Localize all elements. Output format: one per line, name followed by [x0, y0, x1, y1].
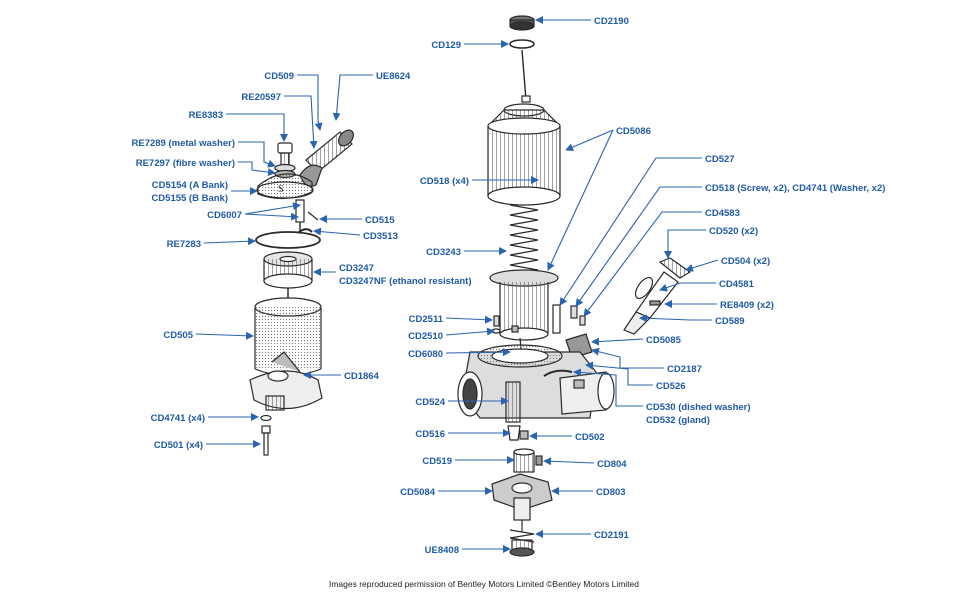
label-cd502: CD502 — [575, 432, 605, 443]
jet-housing-part — [491, 473, 553, 532]
label-cd516: CD516 — [415, 429, 445, 440]
label-cd532: CD532 (gland) — [646, 415, 710, 426]
label-cd519: CD519 — [422, 456, 452, 467]
damper-cap-part — [509, 15, 535, 31]
label-cd5155: CD5155 (B Bank) — [151, 193, 228, 204]
label-cd804: CD804 — [597, 459, 627, 470]
label-re8383: RE8383 — [189, 110, 223, 121]
label-cd501-x4: CD501 (x4) — [154, 440, 203, 451]
label-cd4581: CD4581 — [719, 279, 755, 290]
label-cd589: CD589 — [715, 316, 745, 327]
label-cd526: CD526 — [656, 381, 686, 392]
float-chamber-part — [254, 297, 322, 377]
label-cd129: CD129 — [431, 40, 461, 51]
label-cd505: CD505 — [163, 330, 193, 341]
label-cd509: CD509 — [264, 71, 294, 82]
label-cd803: CD803 — [596, 487, 626, 498]
label-cd5084: CD5084 — [400, 487, 436, 498]
float-chamber-lid-part: S — [256, 173, 314, 200]
label-cd6007: CD6007 — [207, 210, 242, 221]
copyright-caption: Images reproduced permission of Bentley … — [328, 579, 640, 589]
label-ue8408: UE8408 — [425, 545, 459, 556]
piston-part — [489, 269, 559, 341]
label-re8409-x2: RE8409 (x2) — [720, 300, 774, 311]
label-cd6080: CD6080 — [408, 349, 443, 360]
jet-adjuster-part — [513, 448, 543, 473]
leader-lines — [195, 16, 719, 553]
label-cd2190: CD2190 — [594, 16, 629, 27]
label-ue8624: UE8624 — [376, 71, 411, 82]
label-cd3247: CD3247 — [339, 263, 374, 274]
label-cd3243: CD3243 — [426, 247, 461, 258]
label-cd2511: CD2511 — [409, 314, 444, 325]
label-cd520-x2: CD520 (x2) — [709, 226, 758, 237]
label-cd4583: CD4583 — [705, 208, 740, 219]
label-re7289: RE7289 (metal washer) — [132, 138, 236, 149]
label-cd3513: CD3513 — [363, 231, 398, 242]
throttle-linkage-assembly — [623, 257, 692, 335]
label-cd2510: CD2510 — [408, 331, 443, 342]
label-cd3247nf: CD3247NF (ethanol resistant) — [339, 276, 472, 287]
float-chamber-base-part — [249, 351, 323, 411]
label-cd524: CD524 — [415, 397, 445, 408]
label-cd518-screw: CD518 (Screw, x2), CD4741 (Washer, x2) — [705, 183, 885, 194]
label-re7297: RE7297 (fibre washer) — [136, 158, 235, 169]
banjo-bolt-part — [277, 142, 293, 168]
label-cd515: CD515 — [365, 215, 395, 226]
fuel-inlet-hose-part — [299, 129, 354, 187]
label-cd518-x4: CD518 (x4) — [420, 176, 469, 187]
float-chamber-assembly: S — [249, 129, 354, 456]
label-cd530: CD530 (dished washer) — [646, 402, 751, 413]
label-cd4741-x4: CD4741 (x4) — [151, 413, 205, 424]
suction-chamber-part — [487, 103, 561, 206]
label-cd2191: CD2191 — [594, 530, 630, 541]
label-re7283: RE7283 — [167, 239, 201, 250]
label-cd2187: CD2187 — [667, 364, 702, 375]
part-labels: CD509 UE8624 RE20597 RE8383 RE7289 (meta… — [132, 16, 886, 556]
label-cd5154: CD5154 (A Bank) — [152, 180, 228, 191]
carburettor-body-part — [457, 344, 615, 423]
label-cd527: CD527 — [705, 154, 735, 165]
label-cd504-x2: CD504 (x2) — [721, 256, 770, 267]
label-re20597: RE20597 — [241, 92, 281, 103]
svg-text:S: S — [278, 184, 284, 195]
float-part — [263, 251, 313, 289]
jet-spring-nut-part — [509, 529, 535, 557]
label-cd1864: CD1864 — [344, 371, 380, 382]
label-cd5085: CD5085 — [646, 335, 682, 346]
label-cd5086: CD5086 — [616, 126, 651, 137]
piston-spring-part — [509, 204, 539, 271]
